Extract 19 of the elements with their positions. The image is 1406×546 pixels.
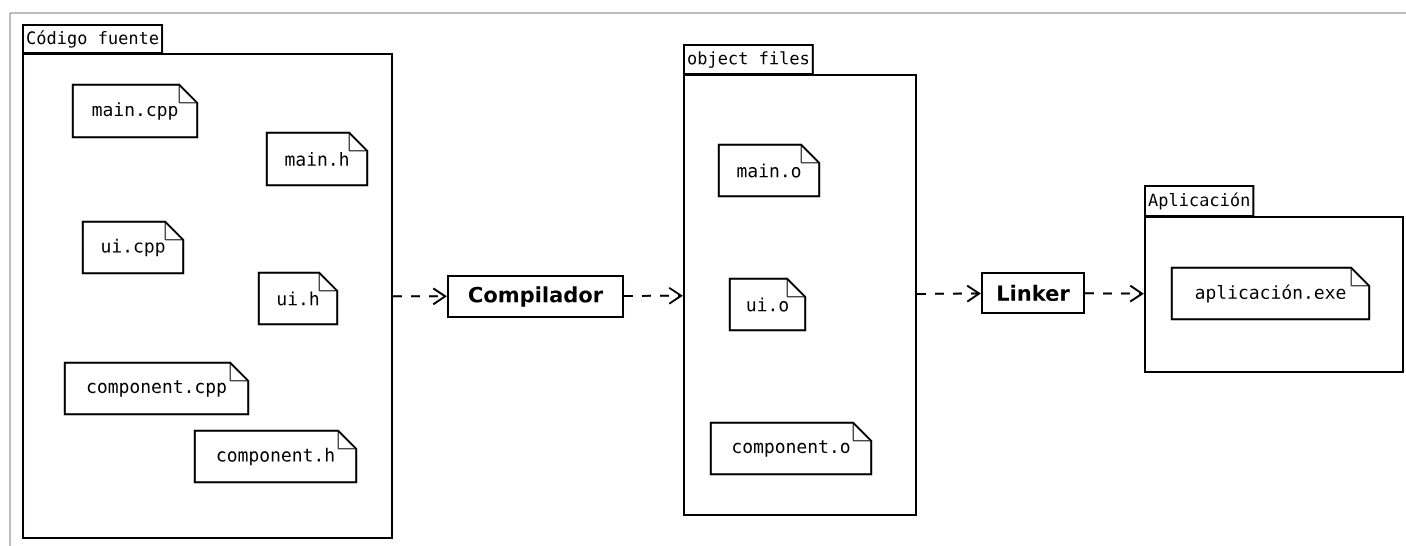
dependency-arrow	[623, 286, 683, 305]
dependency-arrow	[916, 284, 981, 303]
file-note: main.cpp	[71, 83, 199, 139]
file-note: main.o	[717, 143, 821, 198]
node-label: Aplicación	[1148, 192, 1249, 210]
dependency-arrow	[392, 287, 447, 306]
file-note: aplicación.exe	[1170, 266, 1371, 321]
file-note: main.h	[265, 131, 369, 187]
file-note: component.h	[193, 429, 358, 484]
file-note: ui.o	[728, 277, 807, 332]
node-label: object files	[688, 51, 809, 68]
process-box: Compilador	[447, 275, 624, 318]
file-note: ui.h	[257, 271, 339, 326]
file-note: ui.cpp	[81, 220, 185, 275]
dependency-arrow	[1084, 284, 1144, 303]
node-label: Código fuente	[27, 30, 159, 48]
file-note: component.cpp	[63, 361, 250, 416]
process-box: Linker	[981, 272, 1085, 314]
file-note: component.o	[709, 421, 873, 476]
